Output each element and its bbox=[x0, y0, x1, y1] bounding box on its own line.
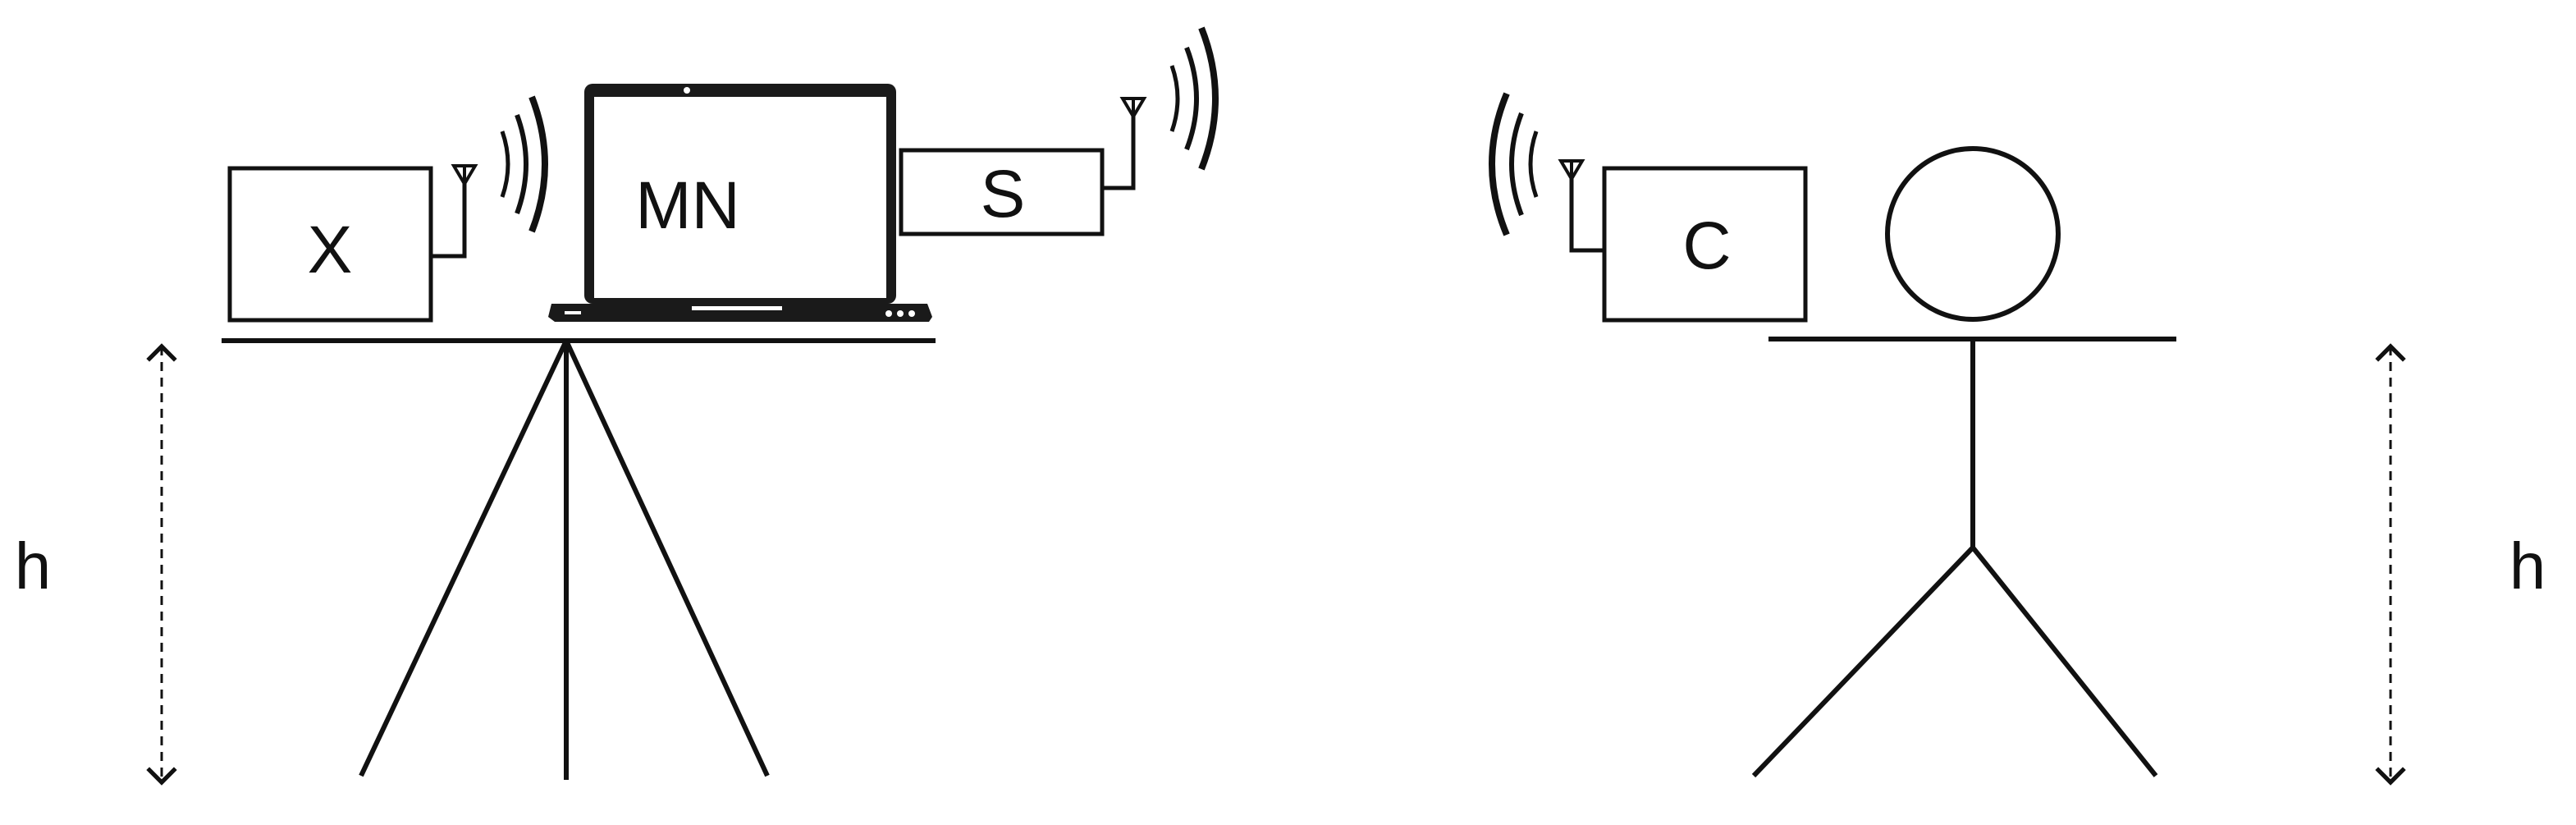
device-c-box bbox=[1602, 166, 1808, 323]
device-s-box bbox=[899, 148, 1105, 236]
antenna-icon bbox=[1569, 176, 1604, 253]
device-x-label: X bbox=[308, 213, 353, 287]
height-dimension-right: h bbox=[2375, 343, 2546, 786]
person-figure bbox=[1751, 146, 2176, 778]
height-label-left: h bbox=[15, 529, 52, 603]
device-s: S bbox=[899, 26, 1219, 236]
device-x-box bbox=[227, 166, 433, 323]
signal-waves-icon bbox=[1169, 26, 1219, 171]
device-c: C bbox=[1489, 92, 1808, 323]
person-head bbox=[1885, 146, 2061, 322]
antenna-icon bbox=[1102, 113, 1136, 190]
signal-waves-icon bbox=[1489, 92, 1539, 236]
person-left-leg bbox=[1751, 545, 1975, 778]
laptop-base bbox=[548, 304, 932, 322]
laptop-screen bbox=[594, 97, 886, 298]
tripod bbox=[359, 339, 770, 780]
antenna-icon bbox=[431, 181, 467, 259]
laptop-mn: MN bbox=[548, 84, 932, 322]
height-dimension-left: h bbox=[15, 343, 177, 786]
webcam-icon bbox=[684, 87, 690, 94]
device-c-label: C bbox=[1682, 209, 1731, 283]
signal-waves-icon bbox=[500, 95, 548, 233]
device-s-label: S bbox=[981, 157, 1026, 231]
device-x: X bbox=[227, 95, 548, 323]
person-right-leg bbox=[1970, 546, 2158, 777]
height-label-right: h bbox=[2510, 529, 2546, 603]
laptop-label: MN bbox=[635, 168, 740, 243]
